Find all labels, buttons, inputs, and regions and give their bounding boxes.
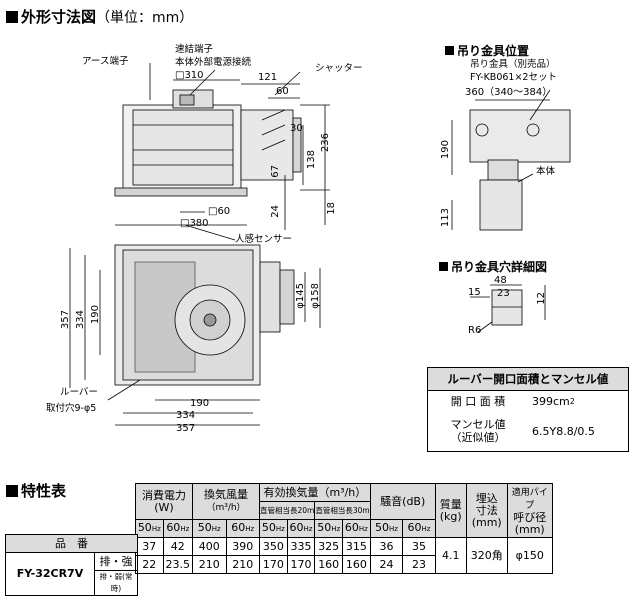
spec-model-table: 品 番 FY-32CR7V 排・強 排・弱(常時) [5, 534, 138, 596]
dim-357-horizontal: 357 [176, 423, 196, 434]
spec-hz-row: 50Hz 60Hz 50Hz 60Hz 50Hz 60Hz 50Hz 60Hz … [135, 519, 553, 538]
spec-table: 消費電力(W) 換気風量（m³/h） 有効換気量（m³/h） 騒音(dB) 質量… [135, 483, 553, 574]
body-label: 本体 [536, 166, 556, 177]
dim-357-vertical: 357 [60, 310, 71, 330]
spec-mode-weak: 排・弱(常時) [94, 570, 138, 596]
hanger-hole-heading: 吊り金具穴詳細図 [439, 258, 547, 275]
dim-phi158: φ158 [310, 283, 321, 309]
spec-h-embed: 埋込寸法(mm) [465, 483, 508, 538]
external-power-label: 本体外部電源接続 [175, 57, 252, 68]
hole-dim-48: 48 [494, 275, 507, 286]
hole-dim-23: 23 [497, 288, 510, 299]
square-bullet-icon [6, 485, 18, 497]
dim-sq310: □310 [175, 70, 204, 81]
dim-138: 138 [306, 150, 317, 170]
spec-h-power: 消費電力(W) [135, 483, 193, 520]
quick-terminal-label: 速結端子 [175, 44, 214, 55]
dim-121: 121 [258, 72, 278, 83]
munsell-label: マンセル値（近似値） [450, 418, 506, 444]
mount-hole-label: 取付穴9-φ5 [46, 403, 97, 414]
dim-236: 236 [320, 133, 331, 153]
spec-mass: 4.1 [434, 537, 467, 574]
louver-row-munsell: マンセル値（近似値） 6.5Y8.8/0.5 [428, 411, 628, 451]
hole-dim-r6: R6 [468, 325, 482, 336]
dim-334-vertical: 334 [75, 310, 86, 330]
spec-embed: 320角 [465, 537, 508, 574]
hanger-optional-label: 吊り金具（別売品） [470, 59, 556, 70]
spec-h-pipe: 適用パイプ呼び径(mm) [506, 483, 553, 538]
dim-60: 60 [276, 86, 289, 97]
dim-sq60: □60 [208, 206, 231, 217]
dim-sq380: □380 [180, 218, 209, 229]
spec-h-flow: 換気風量（m³/h） [192, 483, 260, 520]
dim-190-vertical: 190 [90, 305, 101, 325]
dim-18: 18 [326, 202, 337, 215]
dim-phi145: φ145 [295, 283, 306, 309]
earth-terminal-label: アース端子 [82, 56, 129, 67]
hole-dim-15: 15 [468, 287, 481, 298]
hanger-dim-360: 360（340〜384） [465, 87, 553, 98]
dim-67: 67 [270, 165, 281, 178]
munsell-value: 6.5Y8.8/0.5 [532, 424, 595, 438]
outer-dim-heading: 外形寸法図（単位：mm） [6, 6, 193, 27]
dim-190-horizontal: 190 [190, 398, 210, 409]
louver-table-title: ルーバー開口面積とマンセル値 [428, 368, 628, 391]
spec-h-eff20: 直管相当長20m [258, 501, 316, 520]
square-bullet-icon [6, 11, 18, 23]
dim-334-horizontal: 334 [176, 410, 196, 421]
sensor-label: 人感センサー [235, 234, 293, 245]
hanger-model-label: FY-KB061×2セット [470, 72, 557, 83]
spec-h-eff30: 直管相当長30m [314, 501, 371, 520]
spec-pipe: φ150 [506, 537, 553, 574]
square-bullet-icon [445, 46, 454, 55]
outer-dimension-drawing [69, 63, 571, 426]
hanger-dim-190: 190 [440, 140, 451, 160]
spec-model: FY-32CR7V [5, 552, 95, 596]
spec-h-eff: 有効換気量（m³/h） [259, 483, 371, 502]
louver-label: ルーバー [60, 387, 98, 398]
spec-h-mass: 質量(kg) [434, 483, 467, 538]
dim-24: 24 [270, 205, 281, 218]
spec-mode-strong: 排・強 [94, 552, 138, 571]
spec-h-noise: 騒音(dB) [369, 483, 436, 520]
hanger-pos-heading: 吊り金具位置 [445, 42, 529, 59]
hole-dim-12: 12 [536, 292, 547, 305]
hanger-dim-113: 113 [440, 208, 451, 228]
dim-30: 30 [290, 123, 303, 134]
spec-h-model: 品 番 [5, 534, 138, 553]
shutter-label: シャッター [315, 63, 363, 74]
spec-heading: 特性表 [6, 480, 66, 501]
louver-area-label: 開 口 面 積 [450, 394, 506, 408]
square-bullet-icon [439, 262, 448, 271]
